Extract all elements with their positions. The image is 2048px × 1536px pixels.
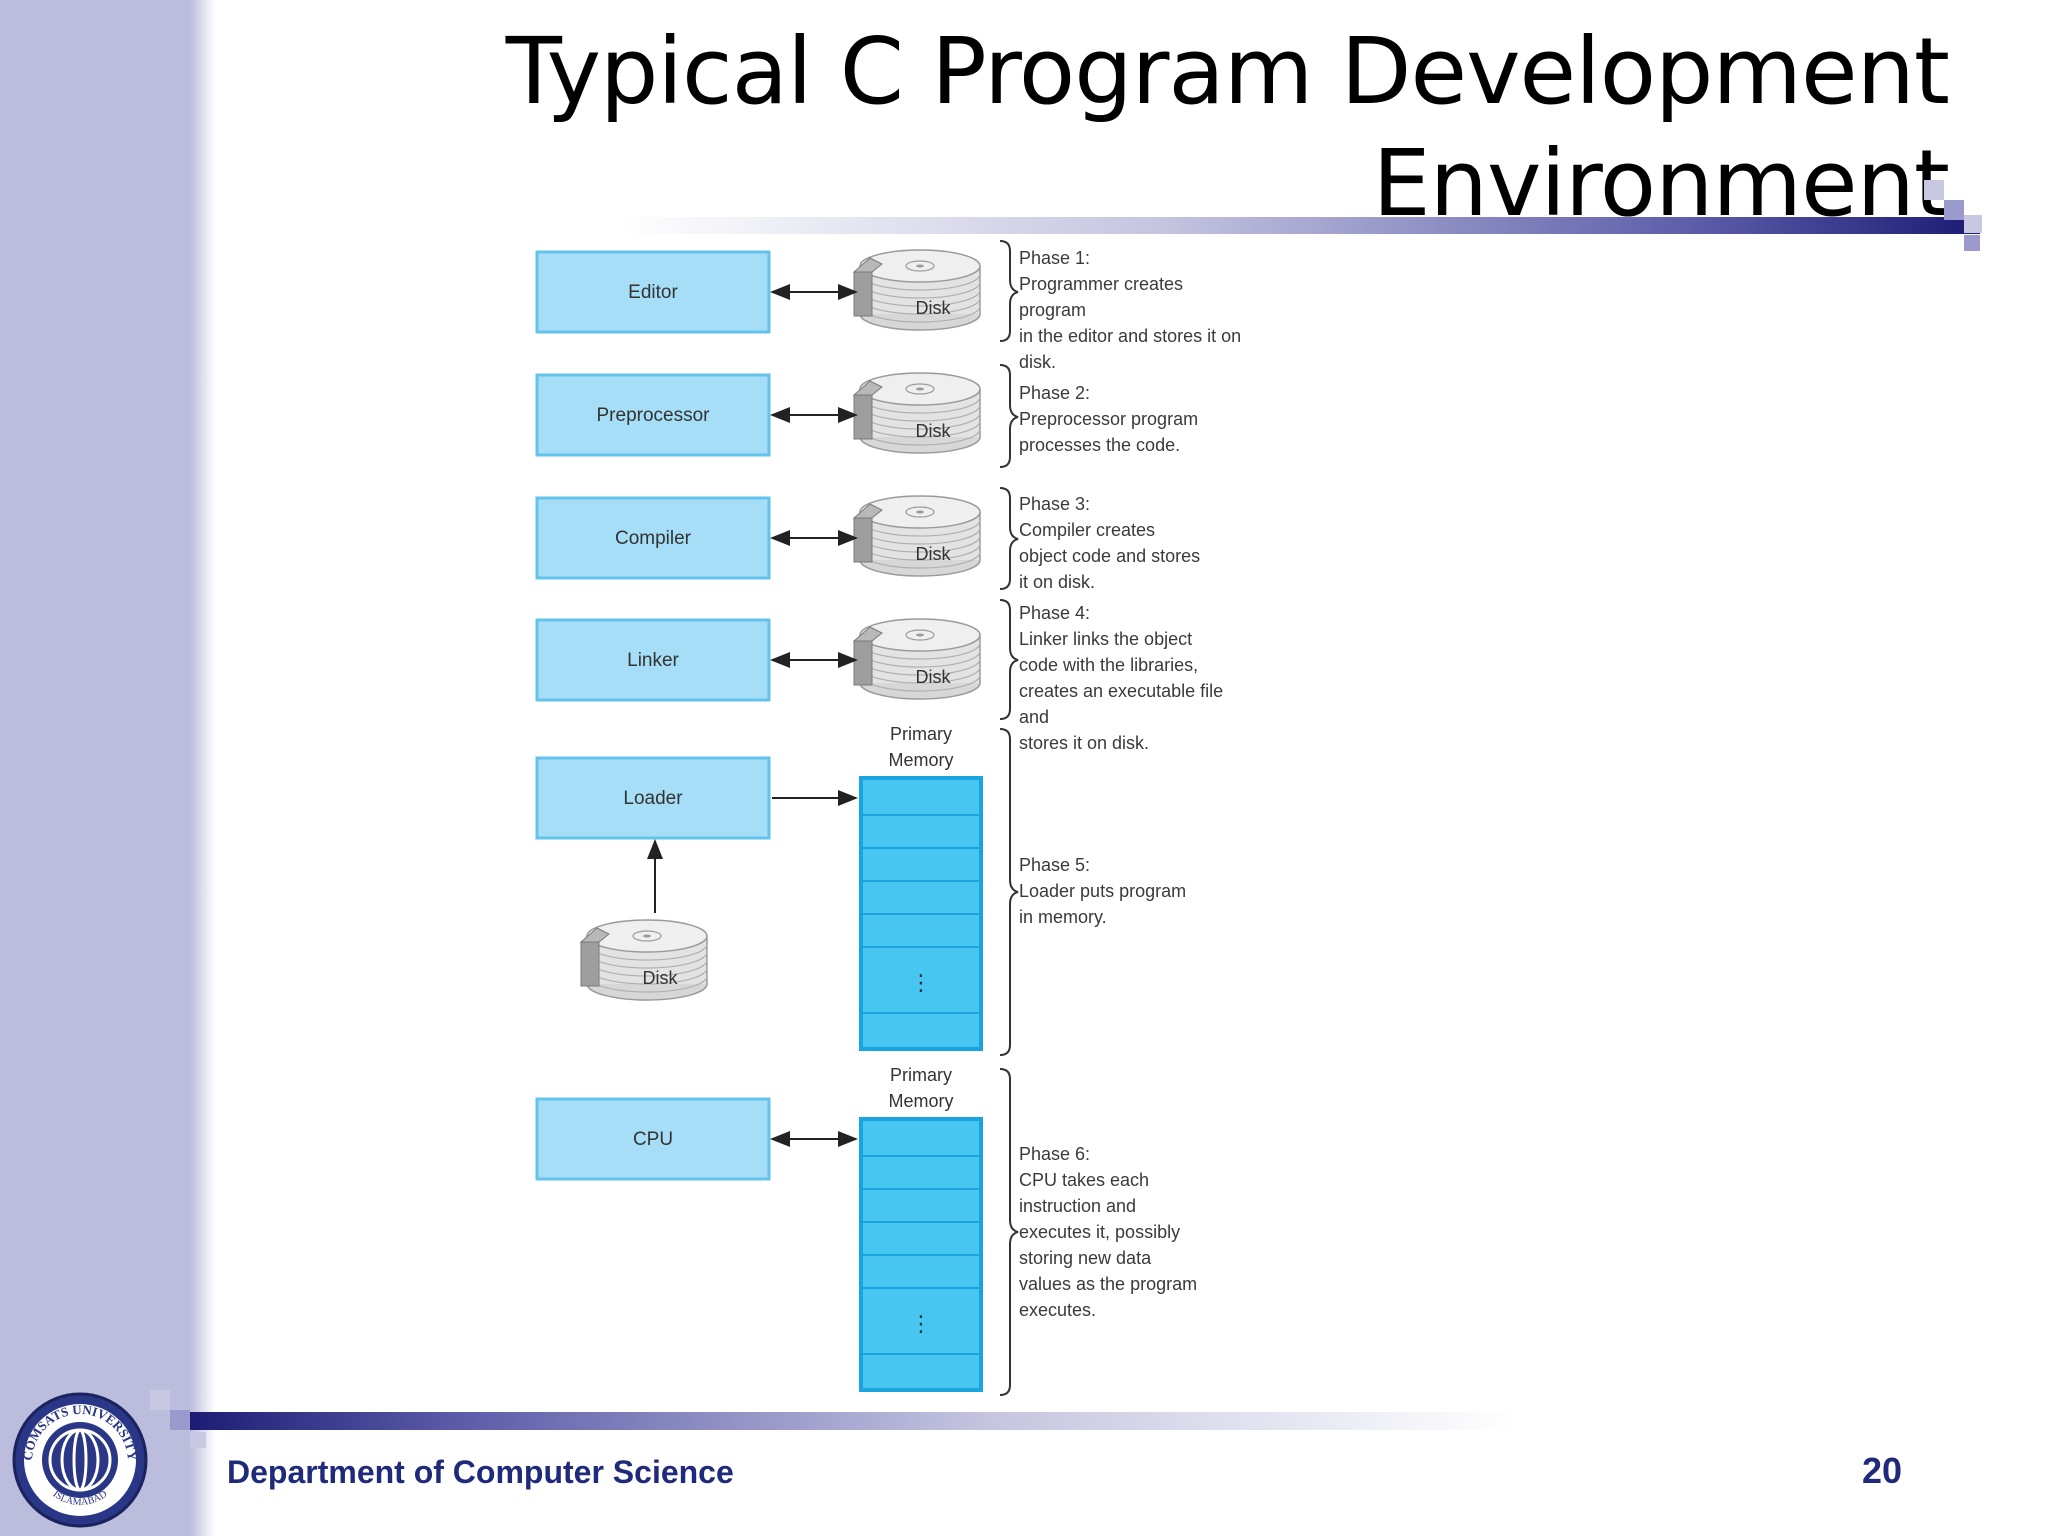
memory-ellipsis: ⋮ <box>910 1312 932 1337</box>
disk-icon: Disk <box>853 618 981 700</box>
linker-label: Linker <box>627 650 679 671</box>
loader-box: Loader <box>535 756 771 840</box>
brace <box>999 364 1019 468</box>
brace <box>999 728 1019 1056</box>
editor-label: Editor <box>628 282 678 303</box>
decor-square <box>170 1410 190 1430</box>
compiler-box: Compiler <box>535 496 771 580</box>
slide-title-line-1: Typical C Program Development <box>505 18 1950 125</box>
decor-square <box>190 1432 206 1448</box>
disk-label: Disk <box>916 421 952 441</box>
disk-icon: Disk <box>580 919 708 1001</box>
brace <box>999 1068 1019 1396</box>
disk-label: Disk <box>916 544 952 564</box>
disk-label: Disk <box>916 667 952 687</box>
disk-icon: Disk <box>853 495 981 577</box>
memory-ellipsis: ⋮ <box>910 971 932 996</box>
memory-label: Primary <box>890 724 952 744</box>
university-logo-icon: COMSATS UNIVERSITY ISLAMABAD <box>12 1392 148 1528</box>
compiler-label: Compiler <box>615 528 692 549</box>
memory-label: Memory <box>888 1091 953 1111</box>
decor-square <box>1924 180 1944 200</box>
primary-memory-block: ⋮ <box>859 776 983 1051</box>
brace <box>999 599 1019 720</box>
sidebar-band <box>0 0 215 1536</box>
disk-label: Disk <box>916 298 952 318</box>
disk-icon: Disk <box>853 372 981 454</box>
memory-label: Memory <box>888 750 953 770</box>
decor-square <box>1964 235 1980 251</box>
editor-box: Editor <box>535 250 771 334</box>
primary-memory-block: ⋮ <box>859 1117 983 1392</box>
preprocessor-label: Preprocessor <box>597 405 711 426</box>
decor-square <box>1964 215 1982 233</box>
page-number: 20 <box>1861 1450 1902 1491</box>
linker-box: Linker <box>535 618 771 702</box>
footer-department: Department of Computer Science <box>227 1454 734 1490</box>
program-development-diagram: Editor Preprocessor Compiler Linker Load… <box>535 240 1019 1396</box>
footer-bar <box>185 1412 1515 1430</box>
preprocessor-box: Preprocessor <box>535 373 771 457</box>
decor-square <box>150 1390 170 1410</box>
memory-label: Primary <box>890 1065 952 1085</box>
disk-label: Disk <box>643 968 679 988</box>
disk-icon: Disk <box>853 249 981 331</box>
title-underline-bar <box>620 217 1980 234</box>
slide-title: Typical C Program Development Environmen… <box>449 16 1950 240</box>
brace <box>999 487 1019 590</box>
cpu-box: CPU <box>535 1097 771 1181</box>
decor-square <box>1944 200 1964 220</box>
cpu-label: CPU <box>633 1129 673 1150</box>
brace <box>999 240 1019 342</box>
loader-label: Loader <box>623 788 683 809</box>
